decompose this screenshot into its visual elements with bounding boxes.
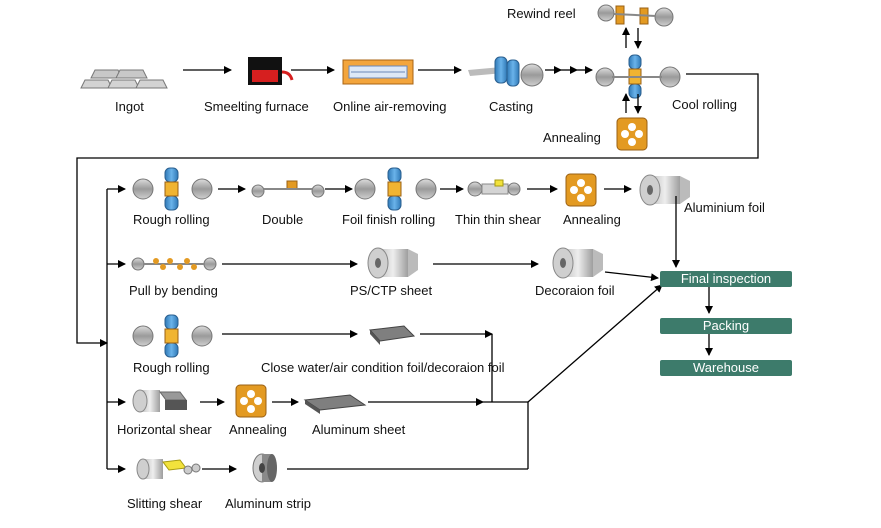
label-annealing-row4: Annealing: [229, 422, 287, 437]
label-online-air-removing: Online air-removing: [333, 99, 447, 114]
thin-shear-icon: [467, 179, 521, 197]
label-cool-rolling: Cool rolling: [672, 97, 738, 112]
packing-box: Packing: [660, 318, 792, 334]
aluminum-sheet-icon: [303, 394, 367, 414]
aluminum-strip-icon: [252, 453, 277, 483]
label-casting: Casting: [489, 99, 534, 114]
label-annealing-top: Annealing: [543, 130, 601, 145]
rewind-reel-icon: [597, 4, 674, 27]
decoration-foil-coil-icon: [552, 247, 603, 279]
label-annealing-row1: Annealing: [563, 212, 621, 227]
label-close-water-foil: Close water/air condition foil/decoraion…: [261, 360, 505, 375]
foil-finish-rolling-icon: [354, 167, 437, 211]
label-smelting-furnace: Smeelting furnace: [204, 99, 309, 114]
annealing-furnace-icon-3: [235, 384, 267, 418]
label-rough-rolling-1: Rough rolling: [133, 212, 210, 227]
label-rough-rolling-2: Rough rolling: [133, 360, 210, 375]
label-aluminum-strip: Aluminum strip: [225, 496, 311, 511]
rough-rolling-icon-2: [132, 314, 213, 358]
annealing-furnace-icon-2: [565, 173, 597, 207]
label-decoration-foil: Decoraion foil: [535, 283, 615, 298]
label-aluminium-foil: Aluminium foil: [684, 200, 765, 215]
smelting-furnace-icon: [248, 57, 294, 85]
label-slitting-shear: Slitting shear: [127, 496, 203, 511]
final-inspection-box: Final inspection: [660, 271, 792, 287]
ingot-icon: [80, 69, 168, 89]
label-rewind-reel: Rewind reel: [507, 6, 576, 21]
casting-icon: [468, 56, 544, 87]
pull-bending-icon: [131, 257, 217, 271]
label-aluminum-sheet: Aluminum sheet: [312, 422, 406, 437]
cool-rolling-icon: [595, 54, 681, 99]
double-icon: [251, 180, 325, 198]
foil-stack-icon: [368, 325, 416, 345]
warehouse-box: Warehouse: [660, 360, 792, 376]
horizontal-shear-icon: [132, 389, 187, 413]
air-removing-icon: [342, 59, 414, 85]
ps-ctp-coil-icon: [367, 247, 418, 279]
label-horizontal-shear: Horizontal shear: [117, 422, 212, 437]
label-thin-thin-shear: Thin thin shear: [455, 212, 541, 227]
slitting-shear-icon: [136, 458, 201, 480]
aluminium-foil-coil-icon: [639, 174, 690, 206]
label-double: Double: [262, 212, 304, 227]
rough-rolling-icon: [132, 167, 213, 211]
label-pull-by-bending: Pull by bending: [129, 283, 218, 298]
label-foil-finish-rolling: Foil finish rolling: [342, 212, 436, 227]
label-ingot: Ingot: [115, 99, 144, 114]
annealing-furnace-icon: [616, 117, 648, 151]
label-ps-ctp-sheet: PS/CTP sheet: [350, 283, 433, 298]
